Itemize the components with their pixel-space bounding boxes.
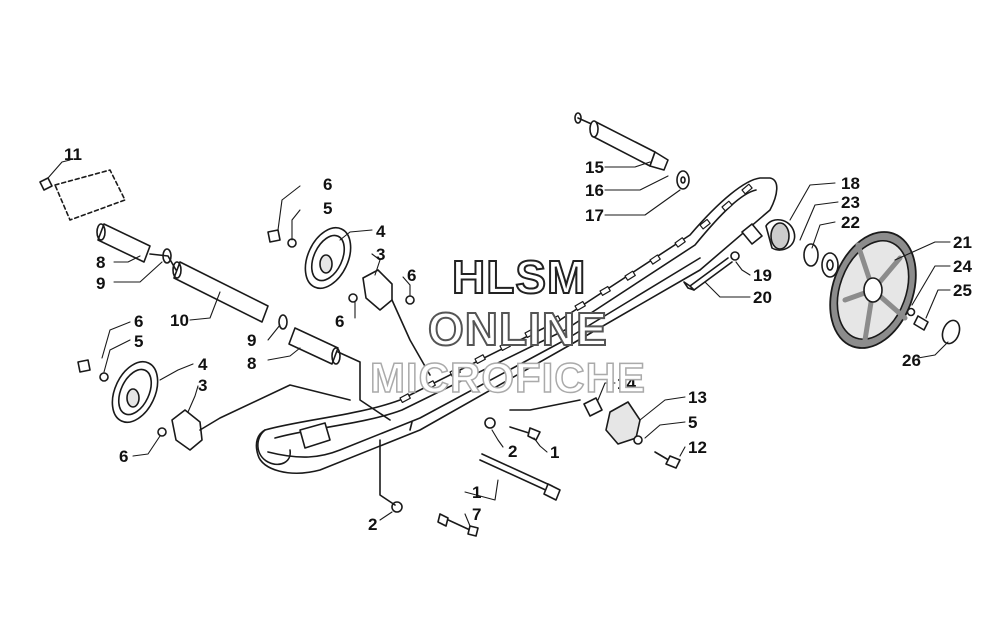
callout-7: 7 — [472, 505, 481, 524]
callout-2b: 2 — [368, 515, 377, 534]
rear-mount-parts — [509, 397, 681, 469]
callout-2a: 2 — [508, 442, 517, 461]
callout-numbers: 11 6 5 4 3 6 8 9 10 6 9 8 6 5 4 3 6 15 1… — [64, 145, 972, 534]
callout-4b: 4 — [198, 355, 208, 374]
callout-19: 19 — [753, 266, 772, 285]
callout-20: 20 — [753, 288, 772, 307]
callout-9b: 9 — [247, 331, 256, 350]
rear-axle-assembly — [574, 112, 690, 190]
callout-1b: 1 — [472, 483, 481, 502]
callout-4a: 4 — [376, 222, 386, 241]
slide-rail — [255, 177, 778, 474]
callout-26: 26 — [902, 351, 921, 370]
callout-23: 23 — [841, 193, 860, 212]
callout-5c: 5 — [688, 413, 697, 432]
callout-9a: 9 — [96, 274, 105, 293]
front-bolts — [379, 417, 561, 537]
callout-25: 25 — [953, 281, 972, 300]
shaft-end-dashed — [54, 169, 126, 221]
callout-6d: 6 — [134, 312, 143, 331]
callout-15: 15 — [585, 158, 604, 177]
callout-11: 11 — [64, 145, 82, 164]
callout-12: 12 — [688, 438, 707, 457]
callout-22: 22 — [841, 213, 860, 232]
callout-14: 14 — [617, 374, 636, 393]
callout-1a: 1 — [550, 443, 559, 462]
callout-5a: 5 — [323, 199, 332, 218]
callout-13: 13 — [688, 388, 707, 407]
bolt-20 — [683, 251, 740, 291]
front-idler-wheel — [77, 359, 351, 451]
callout-5b: 5 — [134, 332, 143, 351]
callout-17: 17 — [585, 206, 604, 225]
callout-16: 16 — [585, 181, 604, 200]
callout-6b: 6 — [407, 266, 416, 285]
nut-11 — [39, 177, 53, 191]
callout-18: 18 — [841, 174, 860, 193]
cross-shaft — [96, 223, 391, 421]
callout-6c: 6 — [335, 312, 344, 331]
upper-idler-wheel — [267, 226, 431, 376]
leader-lines — [47, 159, 951, 527]
callout-6a: 6 — [323, 175, 332, 194]
callout-8a: 8 — [96, 253, 105, 272]
callout-8b: 8 — [247, 354, 256, 373]
watermark-line-3: MICROFICHE — [369, 353, 646, 402]
callout-24: 24 — [953, 257, 972, 276]
callout-3a: 3 — [376, 245, 385, 264]
callout-21: 21 — [953, 233, 972, 252]
rear-idler-wheel — [741, 219, 961, 349]
callout-3b: 3 — [198, 376, 207, 395]
watermark-line-2: ONLINE — [427, 302, 608, 356]
callout-10: 10 — [170, 311, 189, 330]
watermark-line-1: HLSM — [451, 250, 587, 304]
callout-6e: 6 — [119, 447, 128, 466]
